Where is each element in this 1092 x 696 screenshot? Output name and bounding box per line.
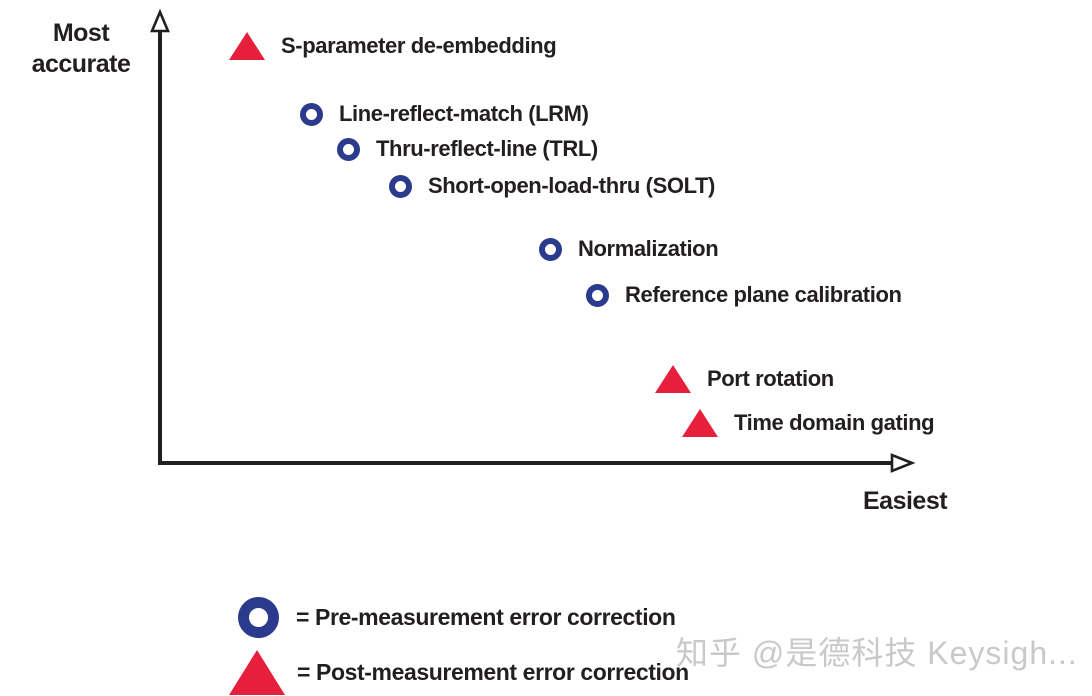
point-label: Time domain gating bbox=[734, 410, 935, 435]
y-axis-label: Most accurate bbox=[16, 18, 146, 79]
point-line-reflect-match: Line-reflect-match (LRM) bbox=[300, 99, 589, 129]
triangle-marker-icon bbox=[682, 409, 718, 437]
circle-marker-icon bbox=[238, 597, 279, 638]
y-axis-arrowhead bbox=[150, 8, 170, 33]
legend-item-post-measurement: = Post-measurement error correction bbox=[229, 650, 689, 695]
circle-marker-icon bbox=[539, 237, 562, 261]
y-axis-label-line2: accurate bbox=[31, 49, 131, 78]
point-label: Normalization bbox=[578, 236, 719, 261]
legend-item-pre-measurement: = Pre-measurement error correction bbox=[238, 597, 676, 638]
circle-marker-icon bbox=[389, 174, 412, 198]
circle-marker-icon bbox=[300, 102, 323, 126]
point-port-rotation: Port rotation bbox=[655, 364, 834, 394]
circle-marker-icon bbox=[586, 283, 609, 307]
point-label: Reference plane calibration bbox=[625, 282, 902, 307]
point-label: S-parameter de-embedding bbox=[281, 33, 557, 58]
point-s-parameter-de-embedding: S-parameter de-embedding bbox=[229, 31, 557, 61]
point-label: Port rotation bbox=[707, 366, 834, 391]
point-label: Thru-reflect-line (TRL) bbox=[376, 136, 598, 161]
x-axis-arrowhead bbox=[890, 453, 916, 473]
circle-marker-icon bbox=[337, 137, 360, 161]
point-label: Short-open-load-thru (SOLT) bbox=[428, 173, 715, 198]
point-reference-plane-calibration: Reference plane calibration bbox=[586, 280, 902, 310]
point-label: Line-reflect-match (LRM) bbox=[339, 101, 589, 126]
point-normalization: Normalization bbox=[539, 234, 719, 264]
zhihu-watermark: 知乎 @是德科技 Keysigh... bbox=[676, 635, 1078, 671]
x-axis-label: Easiest bbox=[863, 487, 948, 515]
point-time-domain-gating: Time domain gating bbox=[682, 408, 935, 438]
triangle-marker-icon bbox=[229, 32, 265, 60]
point-short-open-load-thru: Short-open-load-thru (SOLT) bbox=[389, 171, 715, 201]
point-thru-reflect-line: Thru-reflect-line (TRL) bbox=[337, 134, 598, 164]
legend-label: = Pre-measurement error correction bbox=[296, 604, 676, 630]
legend-label: = Post-measurement error correction bbox=[297, 659, 689, 685]
triangle-marker-icon bbox=[655, 365, 691, 393]
triangle-marker-icon bbox=[229, 650, 285, 695]
y-axis-label-line1: Most bbox=[52, 19, 110, 47]
